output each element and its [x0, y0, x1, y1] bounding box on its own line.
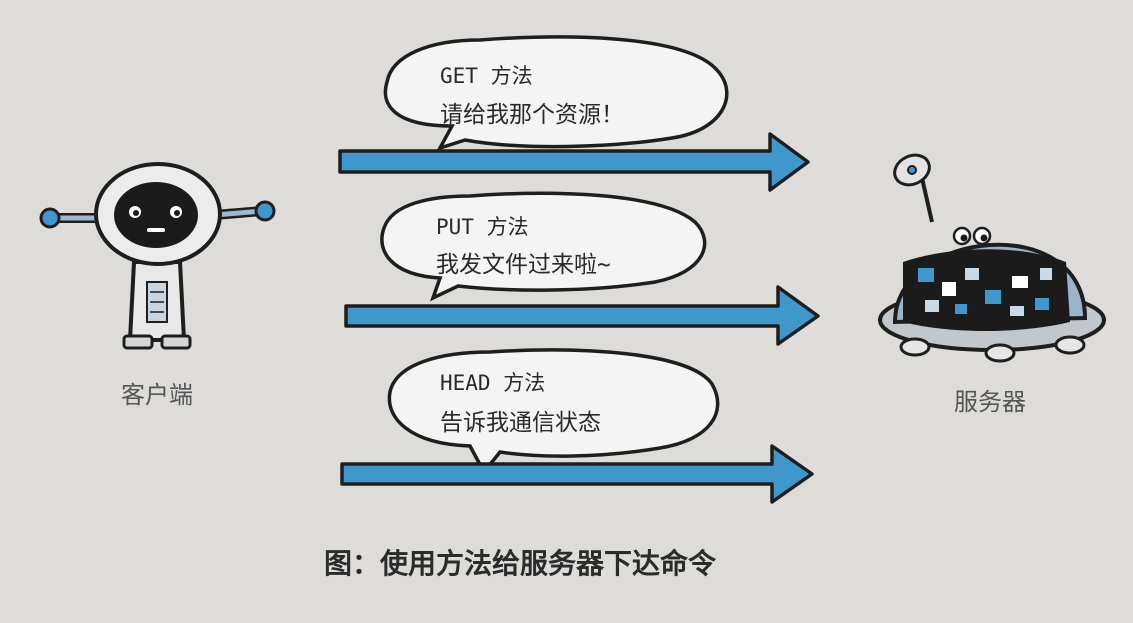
figure-caption: 图：使用方法给服务器下达命令 [324, 547, 717, 580]
speech-bubble [387, 348, 720, 476]
arrow-get [338, 132, 810, 192]
method-label: PUT 方法 [436, 215, 529, 239]
message-text: 请给我那个资源！ [440, 102, 624, 128]
client-label: 客户端 [121, 381, 193, 409]
speech-bubble [380, 191, 707, 302]
arrow-put [344, 285, 820, 346]
server-label: 服务器 [954, 388, 1026, 416]
client-robot-icon [39, 162, 276, 350]
arrow-head [340, 444, 814, 504]
message-put: PUT 方法 我发文件过来啦~ [344, 191, 820, 346]
message-text: 告诉我通信状态 [440, 410, 601, 436]
server-robot-icon [878, 153, 1106, 363]
message-head: HEAD 方法 告诉我通信状态 [340, 348, 814, 504]
method-label: GET 方法 [440, 64, 533, 88]
speech-bubble [383, 35, 729, 151]
message-text: 我发文件过来啦~ [436, 252, 611, 278]
message-get: GET 方法 请给我那个资源！ [338, 35, 810, 192]
method-label: HEAD 方法 [440, 371, 545, 395]
